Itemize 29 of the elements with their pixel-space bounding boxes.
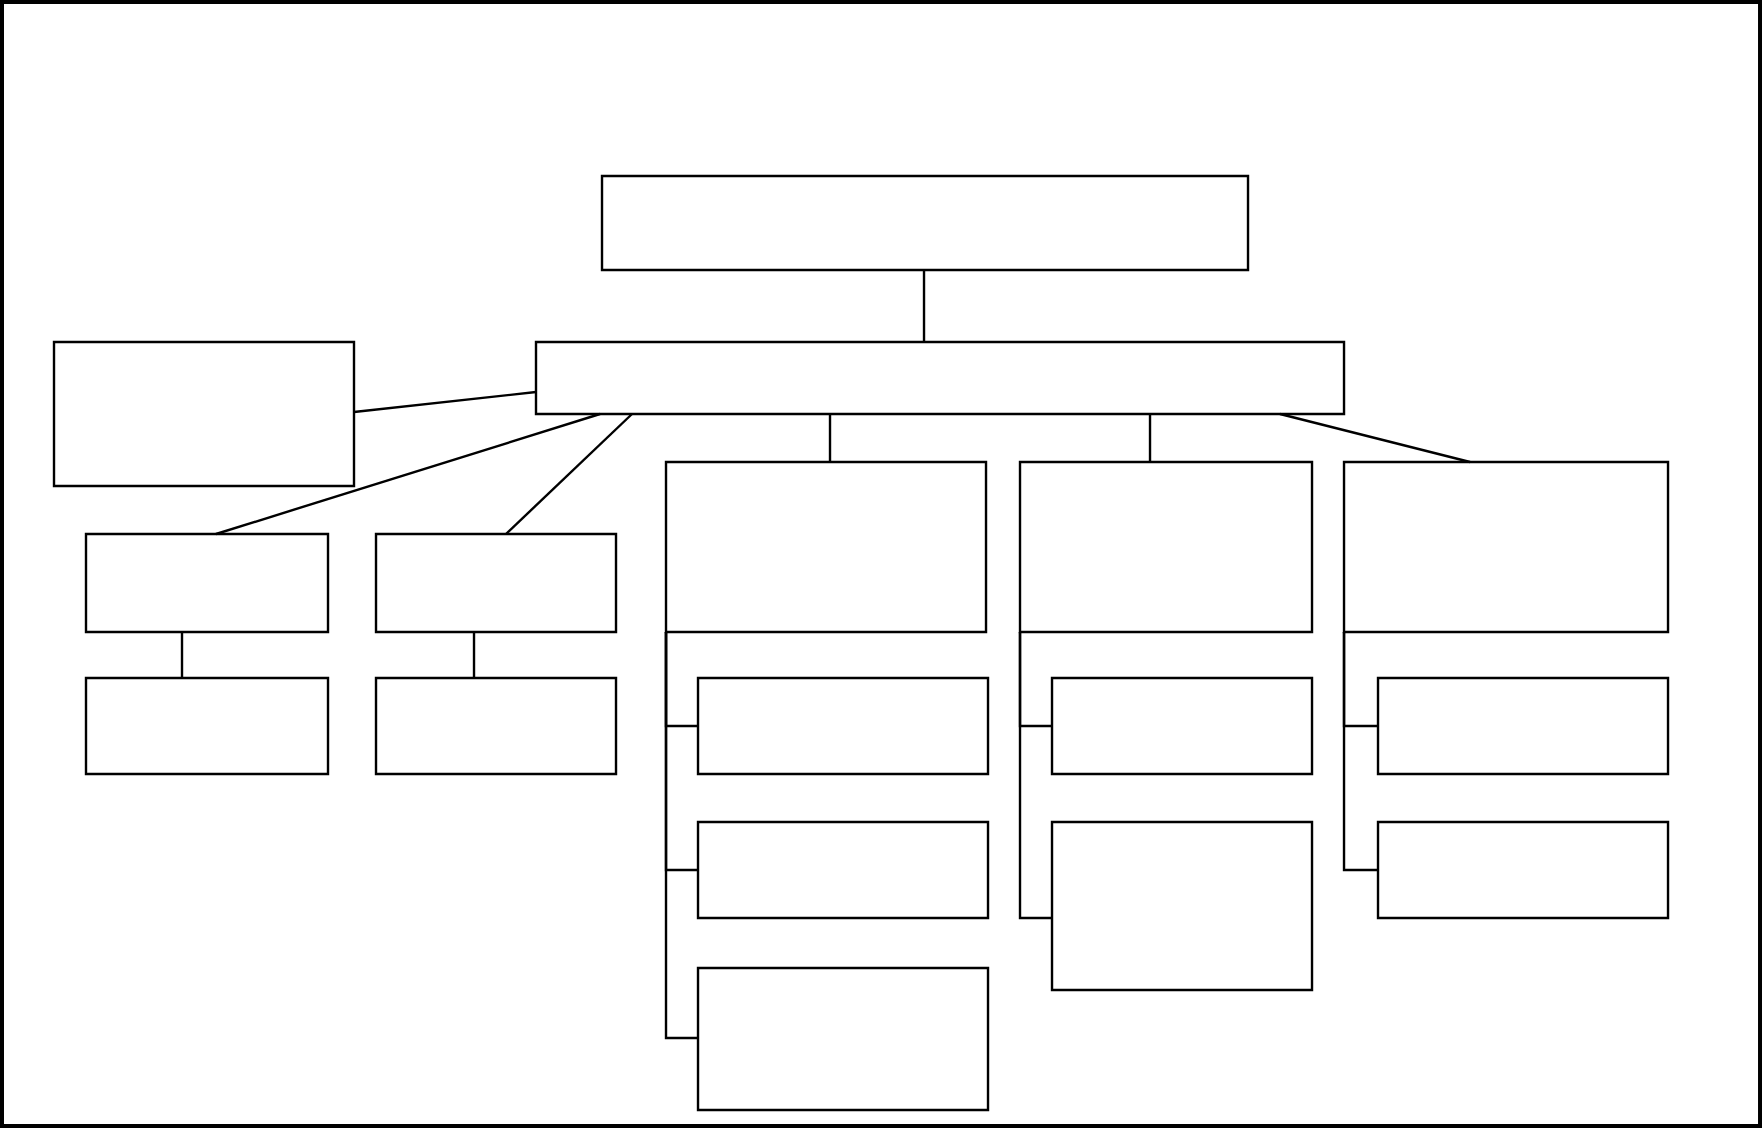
box: [1050, 820, 1314, 992]
box: [84, 676, 330, 776]
connector-line: [353, 390, 537, 414]
box: [1018, 460, 1314, 634]
box: [600, 174, 1250, 272]
box: [696, 966, 990, 1112]
box: [1376, 820, 1670, 920]
connector-line: [505, 413, 633, 535]
connector-line: [1148, 414, 1152, 462]
connector-line: [1018, 632, 1052, 920]
box: [696, 676, 990, 776]
connector-line: [472, 632, 476, 678]
box: [374, 676, 618, 776]
box: [84, 532, 330, 634]
connector-line: [828, 414, 832, 462]
box: [664, 460, 988, 634]
connector-line: [180, 632, 184, 678]
box: [534, 340, 1346, 416]
box: [374, 532, 618, 634]
box: [1342, 460, 1670, 634]
connector-line: [1342, 632, 1378, 872]
box: [1050, 676, 1314, 776]
box: [696, 820, 990, 920]
connector-line: [922, 270, 926, 342]
connector-line: [1279, 412, 1471, 464]
box: [1376, 676, 1670, 776]
box: [52, 340, 356, 488]
connector-line: [664, 632, 698, 1040]
connector-line: [215, 412, 601, 536]
